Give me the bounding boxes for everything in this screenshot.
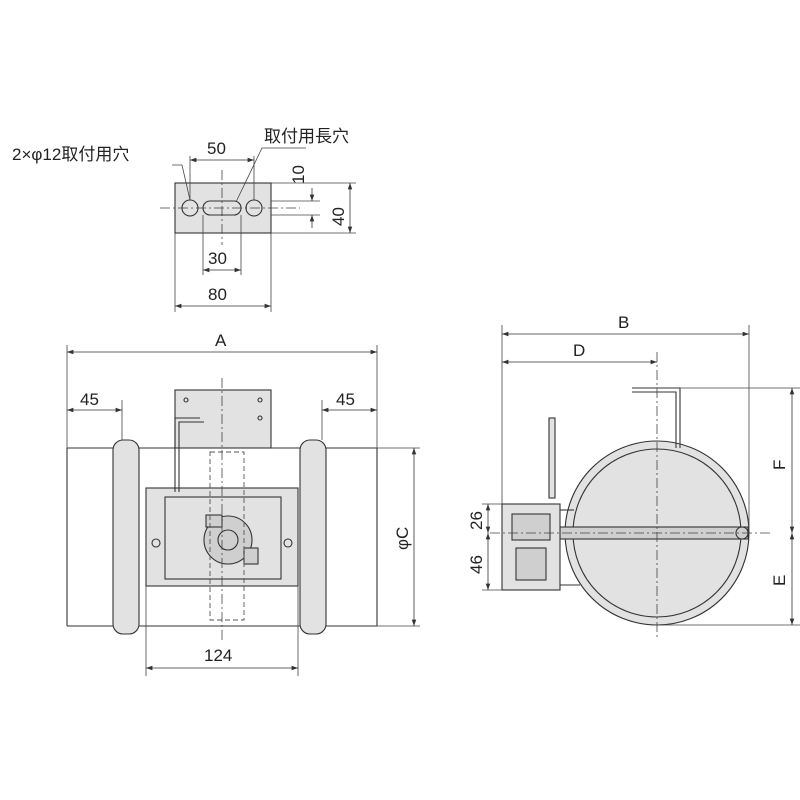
dim-45-right: 45 xyxy=(336,390,355,409)
bracket-detail-view: 2×φ12取付用穴 取付用長穴 50 10 40 30 80 xyxy=(12,127,356,312)
dim-45-left: 45 xyxy=(80,390,99,409)
front-view: A 45 45 φC 124 xyxy=(66,331,420,676)
dim-46: 46 xyxy=(467,555,486,574)
mount-slot xyxy=(202,200,242,216)
actuator-motor xyxy=(203,515,253,565)
dim-30: 30 xyxy=(208,249,227,268)
dim-B: B xyxy=(618,313,629,332)
dim-F: F xyxy=(770,460,789,470)
dim-50: 50 xyxy=(207,139,226,158)
front-bracket xyxy=(174,389,272,449)
dim-D: D xyxy=(573,341,585,360)
dim-phiC: φC xyxy=(393,527,412,550)
dim-E: E xyxy=(770,575,789,586)
dim-124: 124 xyxy=(204,646,232,665)
actuator-panel xyxy=(164,496,282,580)
dim-10: 10 xyxy=(289,165,308,184)
dim-26: 26 xyxy=(467,511,486,530)
bead-left xyxy=(112,439,140,635)
label-mount-holes: 2×φ12取付用穴 xyxy=(12,145,129,164)
dim-A: A xyxy=(215,331,227,350)
label-slot: 取付用長穴 xyxy=(264,127,349,146)
dim-80: 80 xyxy=(208,285,227,304)
bead-right xyxy=(299,439,327,635)
side-view: B D F E 26 46 xyxy=(467,313,800,640)
dim-40: 40 xyxy=(329,207,348,226)
